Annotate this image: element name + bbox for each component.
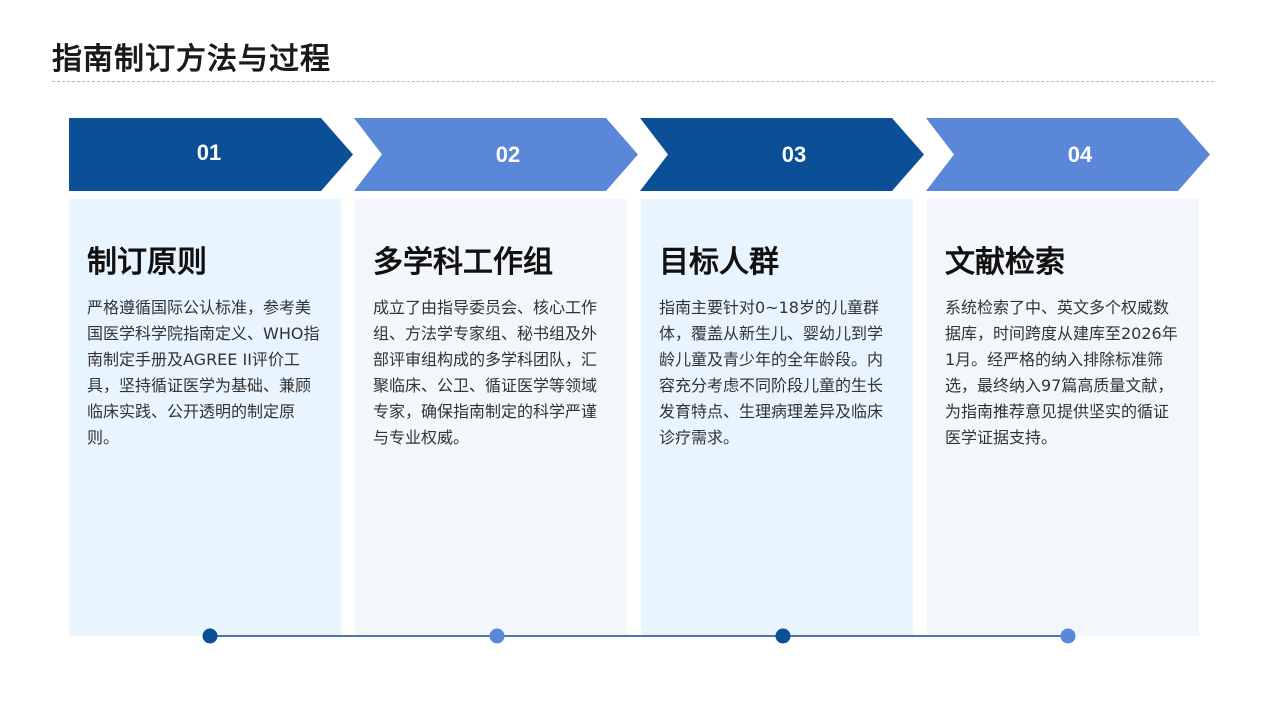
step-card-2: 多学科工作组 成立了由指导委员会、核心工作组、方法学专家组、秘书组及外部评审组构… [355,199,627,636]
step-banner-2: 02 [354,118,640,191]
title-divider [52,81,1214,82]
step-number-2: 02 [495,141,521,167]
card-text-4: 系统检索了中、英文多个权威数据库，时间跨度从建库至2026年1月。经严格的纳入排… [945,298,1178,447]
card-title-1: 制订原则 [87,245,207,280]
card-title-2: 多学科工作组 [373,245,553,280]
card-title-3: 目标人群 [659,245,779,280]
page-title: 指南制订方法与过程 [52,42,331,77]
card-text-2: 成立了由指导委员会、核心工作组、方法学专家组、秘书组及外部评审组构成的多学科团队… [373,298,598,447]
card-text-3: 指南主要针对0~18岁的儿童群体，覆盖从新生儿、婴幼儿到学龄儿童及青少年的全年龄… [659,298,884,447]
step-number-3: 03 [781,141,807,167]
step-number-4: 04 [1067,141,1093,167]
step-card-3: 目标人群 指南主要针对0~18岁的儿童群体，覆盖从新生儿、婴幼儿到学龄儿童及青少… [641,199,913,636]
step-card-1: 制订原则 严格遵循国际公认标准，参考美国医学科学院指南定义、WHO指南制定手册及… [69,199,341,636]
step-card-4: 文献检索 系统检索了中、英文多个权威数据库，时间跨度从建库至2026年1月。经严… [927,199,1199,636]
chevron-arrow-1 [69,118,353,191]
chevron-arrow-3 [640,118,924,191]
chevron-arrow-4 [926,118,1210,191]
chevron-arrow-2 [354,118,638,191]
step-banner-3: 03 [640,118,926,191]
card-title-4: 文献检索 [945,245,1065,280]
card-text-1: 严格遵循国际公认标准，参考美国医学科学院指南定义、WHO指南制定手册及AGREE… [87,298,320,447]
step-banner-4: 04 [926,118,1212,191]
step-banner-1: 01 [69,118,355,191]
step-number-1: 01 [196,139,222,165]
